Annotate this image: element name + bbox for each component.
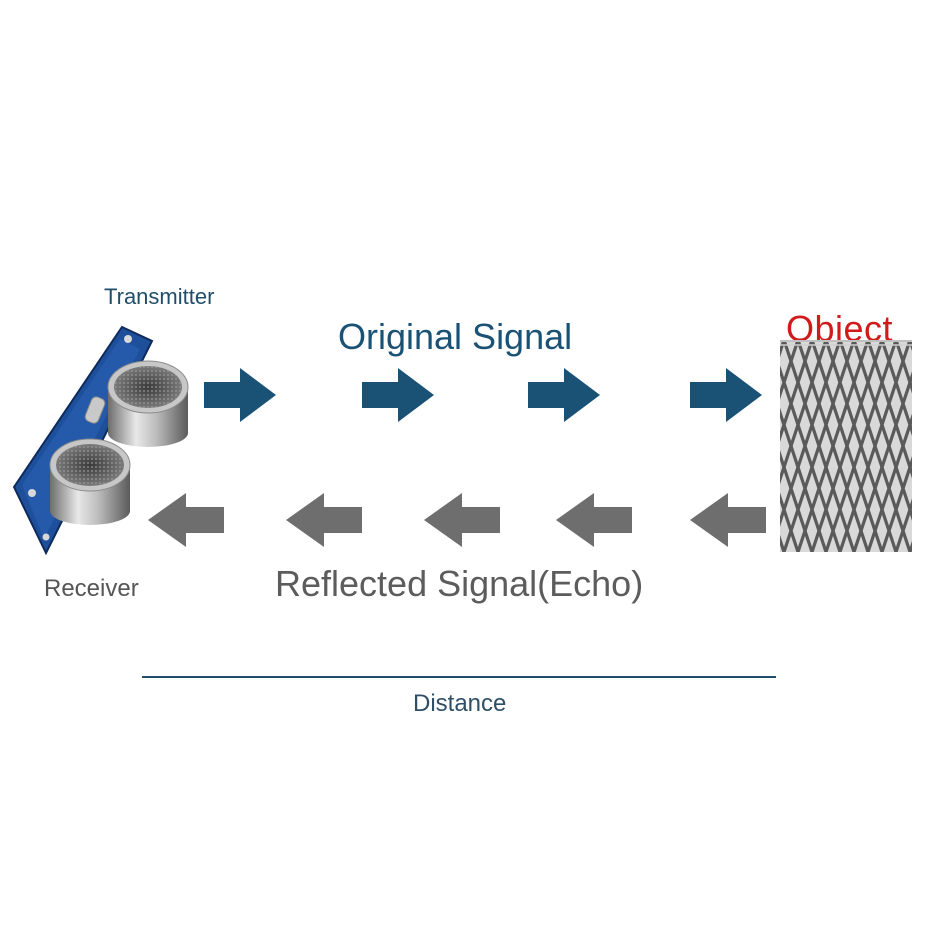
- receiver-label: Receiver: [44, 575, 139, 602]
- ultrasonic-sensor-icon: [12, 325, 189, 556]
- reflected-arrow-1: [148, 493, 224, 547]
- reflected-arrow-4: [556, 493, 632, 547]
- transmitter-label: Transmitter: [104, 284, 215, 309]
- reflected-arrow-2: [286, 493, 362, 547]
- mesh-object-icon: [780, 340, 912, 552]
- distance-line: [142, 676, 776, 678]
- reflected-arrow-5: [690, 493, 766, 547]
- original-signal-label: Original Signal: [338, 316, 573, 357]
- original-arrow-3: [528, 368, 600, 422]
- original-arrow-1: [204, 368, 276, 422]
- original-arrow-2: [362, 368, 434, 422]
- distance-label: Distance: [413, 690, 507, 717]
- original-arrow-4: [690, 368, 762, 422]
- reflected-signal-label: Reflected Signal(Echo): [275, 563, 644, 604]
- reflected-arrow-3: [424, 493, 500, 547]
